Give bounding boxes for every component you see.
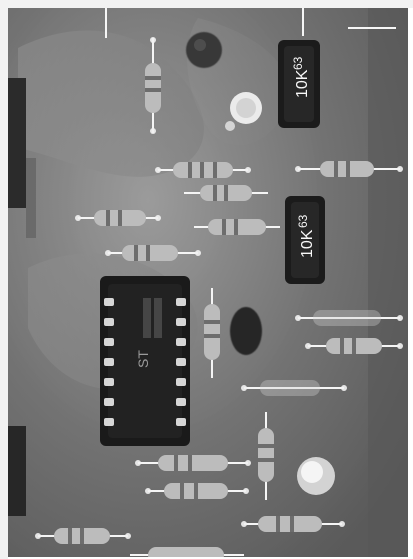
resistor-network-middle-right: 10K 63 <box>285 196 325 284</box>
circuit-board-photo: 10K 63 10K 63 <box>8 8 408 557</box>
dark-component-top <box>186 32 222 68</box>
solder-pads <box>35 37 403 539</box>
white-trimmer-top-center <box>236 98 256 118</box>
white-trimmer-bottom-highlight <box>301 461 323 483</box>
ic-st-mark: ST <box>135 350 151 368</box>
connector-shadow <box>26 158 36 238</box>
circuit-board-illustration: 10K 63 10K 63 <box>8 8 408 557</box>
top-right-label-10k: 10K <box>294 69 311 98</box>
white-trimmer-top-pad <box>225 121 235 131</box>
photo-border-top <box>0 0 413 8</box>
top-right-mark-63: 63 <box>291 56 305 70</box>
photo-border-left <box>0 0 8 559</box>
middle-right-mark-63: 63 <box>296 214 310 228</box>
resistor-group-vertical <box>145 38 274 500</box>
resistor-group-horizontal <box>38 161 400 557</box>
middle-right-label-10k: 10K <box>299 229 316 258</box>
left-connector-lower <box>8 426 26 516</box>
left-connector-upper <box>8 78 26 208</box>
ic-dip-package: ST <box>100 276 190 446</box>
dark-component-top-highlight <box>194 39 206 51</box>
board-edge-right <box>368 8 408 557</box>
dark-component-middle <box>230 307 262 355</box>
resistor-network-top-right: 10K 63 <box>278 40 320 128</box>
